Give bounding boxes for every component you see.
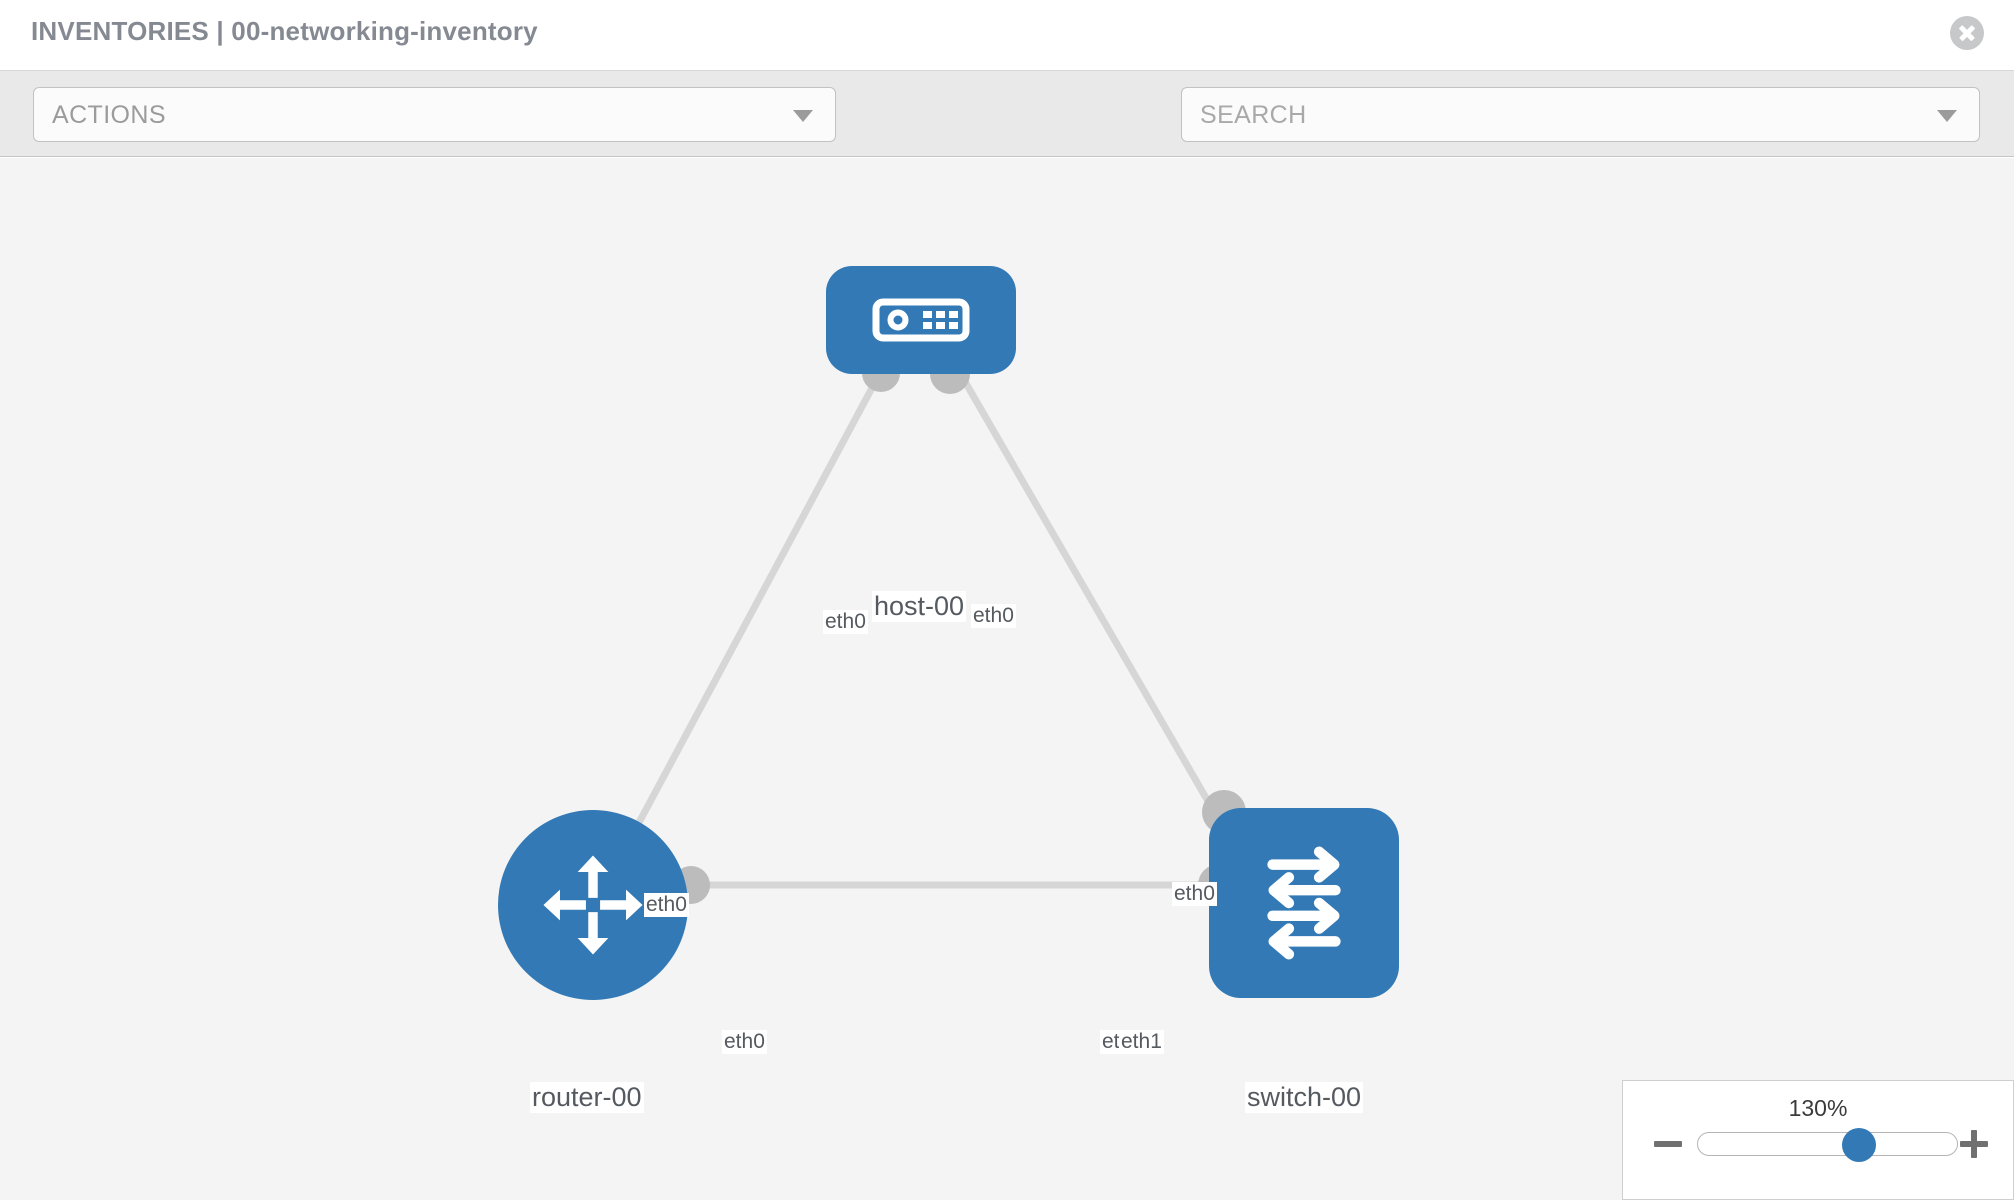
edge-host00-router00[interactable]: [616, 371, 884, 860]
edge-label-router00-eth0: eth0: [722, 1030, 767, 1054]
edge-label-host00-eth0-right: eth0: [971, 604, 1016, 628]
zoom-slider-track[interactable]: [1697, 1128, 1958, 1162]
chevron-down-icon: [793, 110, 813, 122]
topology-canvas[interactable]: host-00 router-00: [0, 158, 2014, 1200]
search-input[interactable]: SEARCH: [1181, 87, 1980, 142]
node-host-00-label: host-00: [872, 591, 967, 622]
actions-dropdown[interactable]: ACTIONS: [33, 87, 836, 142]
node-host-00-shape[interactable]: [826, 266, 1016, 374]
node-router-00-label: router-00: [530, 1082, 644, 1113]
close-icon[interactable]: [1950, 16, 1984, 50]
edge-label-switch00-eth0-up: eth0: [1172, 882, 1217, 906]
zoom-slider-thumb[interactable]: [1841, 1128, 1876, 1162]
topology-edges: [616, 371, 1239, 889]
zoom-out-button[interactable]: [1651, 1127, 1685, 1161]
edge-label-switch00-eth1: eth1: [1119, 1030, 1164, 1054]
search-placeholder: SEARCH: [1200, 101, 1307, 129]
page-header: INVENTORIES | 00-networking-inventory: [0, 0, 2014, 71]
actions-dropdown-label: ACTIONS: [52, 101, 166, 129]
switch-arrows-icon: [1267, 846, 1341, 960]
edge-host00-switch00[interactable]: [956, 371, 1239, 850]
zoom-level-value: 130%: [1788, 1095, 1848, 1121]
node-switch-00-shape[interactable]: [1209, 808, 1399, 998]
server-icon: [872, 298, 970, 342]
page-title: INVENTORIES | 00-networking-inventory: [31, 16, 538, 46]
zoom-control-panel: 130%: [1622, 1080, 2014, 1200]
search-chevron-down-icon[interactable]: [1937, 110, 1957, 122]
edge-label-router00-eth0-up: eth0: [644, 893, 689, 917]
edge-label-host00-eth0-left: eth0: [823, 610, 868, 634]
zoom-in-button[interactable]: [1957, 1127, 1991, 1161]
toolbar: ACTIONS SEARCH: [0, 71, 2014, 207]
node-switch-00-label: switch-00: [1245, 1082, 1364, 1113]
router-arrows-icon: [543, 855, 643, 955]
